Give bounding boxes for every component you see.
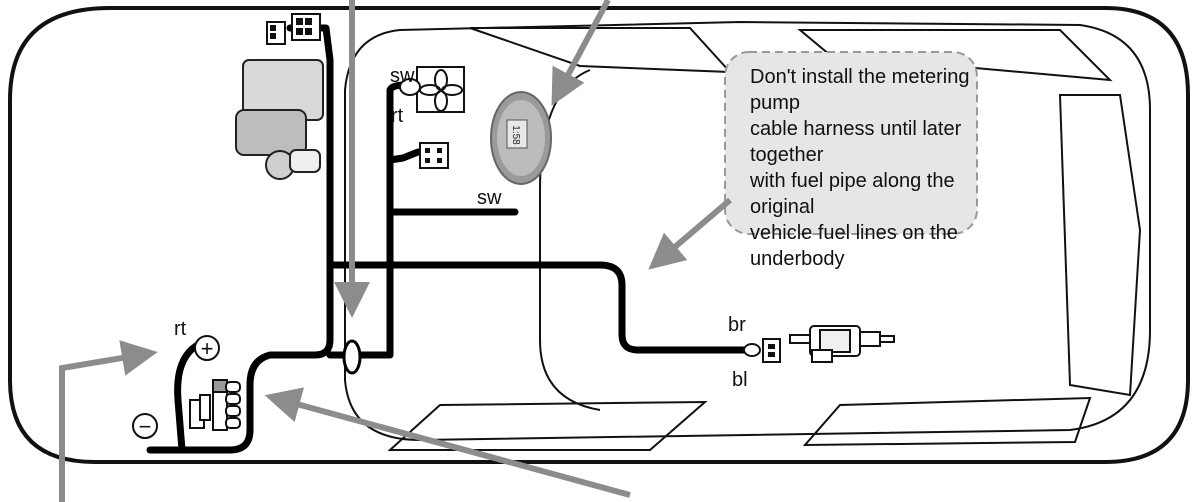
- control-panel-display: 1:58: [510, 125, 521, 145]
- svg-text:+: +: [201, 336, 214, 361]
- fuse-holder: [189, 379, 241, 431]
- pump-connector: [743, 338, 781, 363]
- label-sw-branch: sw: [477, 187, 502, 209]
- battery-plus-terminal: +: [194, 335, 220, 361]
- callout-line: vehicle fuel lines on the: [750, 222, 958, 244]
- callout-line: cable harness until later together: [750, 118, 962, 166]
- four-pin-connector: [419, 142, 449, 169]
- battery-minus-terminal: −: [132, 413, 158, 439]
- label-rt-fan: rt: [391, 105, 404, 127]
- heater-unit: [235, 59, 324, 180]
- cabin-outline: [344, 20, 1151, 442]
- arrow-from-callout: [648, 197, 732, 270]
- svg-text:−: −: [139, 414, 152, 439]
- arrow-to-fuse-holder: [264, 387, 631, 498]
- fan-icon: [416, 66, 465, 113]
- label-br-pump: br: [728, 314, 746, 336]
- metering-pump: [789, 325, 895, 363]
- control-panel: 1:58: [490, 91, 552, 185]
- harness-junction: [342, 339, 362, 375]
- label-bl-pump: bl: [732, 369, 748, 391]
- callout-line: Don't install the metering pump: [750, 66, 970, 114]
- vehicle-outline: [8, 6, 1190, 464]
- label-rt-battery: rt: [174, 318, 187, 340]
- callout-bubble: [724, 51, 978, 235]
- callout-line: underbody: [750, 248, 845, 270]
- label-sw-fan: sw: [390, 65, 415, 87]
- pointer-arrows: [59, 0, 732, 502]
- callout-line: with fuel pipe along the original: [750, 170, 955, 218]
- arrow-to-battery: [59, 340, 158, 502]
- arrow-to-control-panel: [551, 0, 611, 106]
- heater-connector: [266, 13, 321, 45]
- fan-wire-loop: [399, 78, 421, 96]
- callout-note: Don't install the metering pump cable ha…: [750, 64, 990, 272]
